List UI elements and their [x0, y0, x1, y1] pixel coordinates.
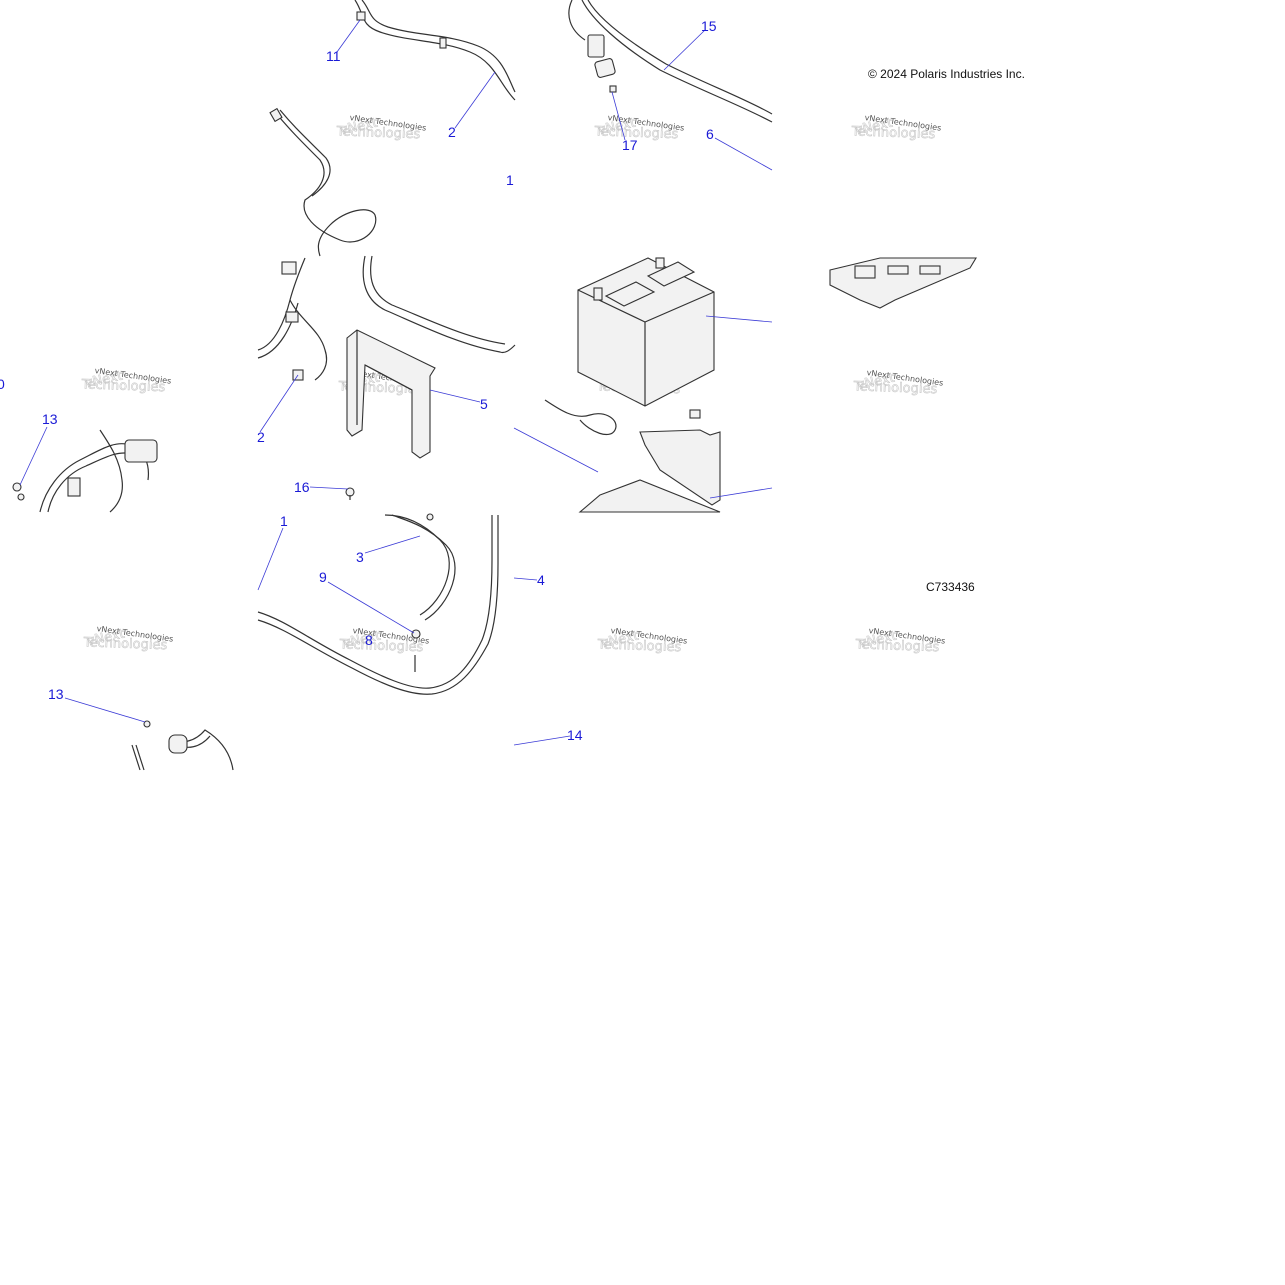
- callout-4: 4: [537, 572, 545, 588]
- callout-6: 6: [706, 126, 714, 142]
- wire-harness-left: [12, 429, 158, 513]
- callout-14: 14: [567, 727, 583, 743]
- callout-labels: 11 2 1 15 17 6 0 13 2 5 16 1 3 9 8 4 13 …: [0, 18, 717, 743]
- copyright-text: © 2024 Polaris Industries Inc.: [868, 67, 1025, 81]
- svg-text:Technologies: Technologies: [80, 377, 165, 395]
- cable-assembly: [257, 487, 499, 695]
- callout-2-mid: 2: [257, 429, 265, 445]
- callout-1-top: 1: [506, 172, 514, 188]
- watermark: vNext vNext Technologies Technologies: [80, 366, 172, 395]
- svg-text:Technologies: Technologies: [596, 637, 681, 655]
- leader-lines: [19, 19, 773, 746]
- svg-text:Technologies: Technologies: [854, 637, 939, 655]
- callout-0-edge: 0: [0, 376, 5, 392]
- callout-8: 8: [365, 632, 373, 648]
- callout-13-lower: 13: [48, 686, 64, 702]
- figure-id: C733436: [926, 580, 975, 594]
- callout-16: 16: [294, 479, 310, 495]
- callout-15: 15: [701, 18, 717, 34]
- watermark: vNext vNext Technologies Technologies: [338, 626, 430, 655]
- callout-3: 3: [356, 549, 364, 565]
- battery: [544, 257, 715, 435]
- callout-13-upper: 13: [42, 411, 58, 427]
- watermark: vNext vNext Technologies Technologies: [596, 626, 688, 655]
- callout-11: 11: [326, 48, 341, 64]
- wire-harness-lower-left: [257, 255, 516, 381]
- cable-lower-left: [131, 720, 234, 771]
- callout-17: 17: [622, 137, 638, 153]
- watermark: vNext vNext Technologies Technologies: [852, 368, 944, 397]
- battery-tray: [578, 257, 977, 513]
- callout-2-top: 2: [448, 124, 456, 140]
- wire-harness-connector: [568, 0, 773, 123]
- callout-5: 5: [480, 396, 488, 412]
- watermark: vNext vNext Technologies Technologies: [82, 624, 174, 653]
- svg-text:Technologies: Technologies: [852, 379, 937, 397]
- watermark: vNext vNext Technologies Technologies: [850, 113, 942, 142]
- svg-text:Technologies: Technologies: [850, 124, 935, 142]
- watermark: vNext vNext Technologies Technologies: [854, 626, 946, 655]
- watermark-grid: vNext vNext Technologies Technologies vN…: [80, 113, 946, 655]
- wire-harness-upper: [269, 0, 516, 257]
- watermark: vNext vNext Technologies Technologies: [593, 113, 685, 142]
- callout-1-lower: 1: [280, 513, 288, 529]
- callout-9: 9: [319, 569, 327, 585]
- svg-text:Technologies: Technologies: [338, 637, 423, 655]
- svg-text:Technologies: Technologies: [593, 124, 678, 142]
- watermark: vNext vNext Technologies Technologies: [335, 113, 427, 142]
- battery-bracket: [346, 329, 436, 459]
- svg-text:Technologies: Technologies: [82, 635, 167, 653]
- svg-text:Technologies: Technologies: [335, 124, 420, 142]
